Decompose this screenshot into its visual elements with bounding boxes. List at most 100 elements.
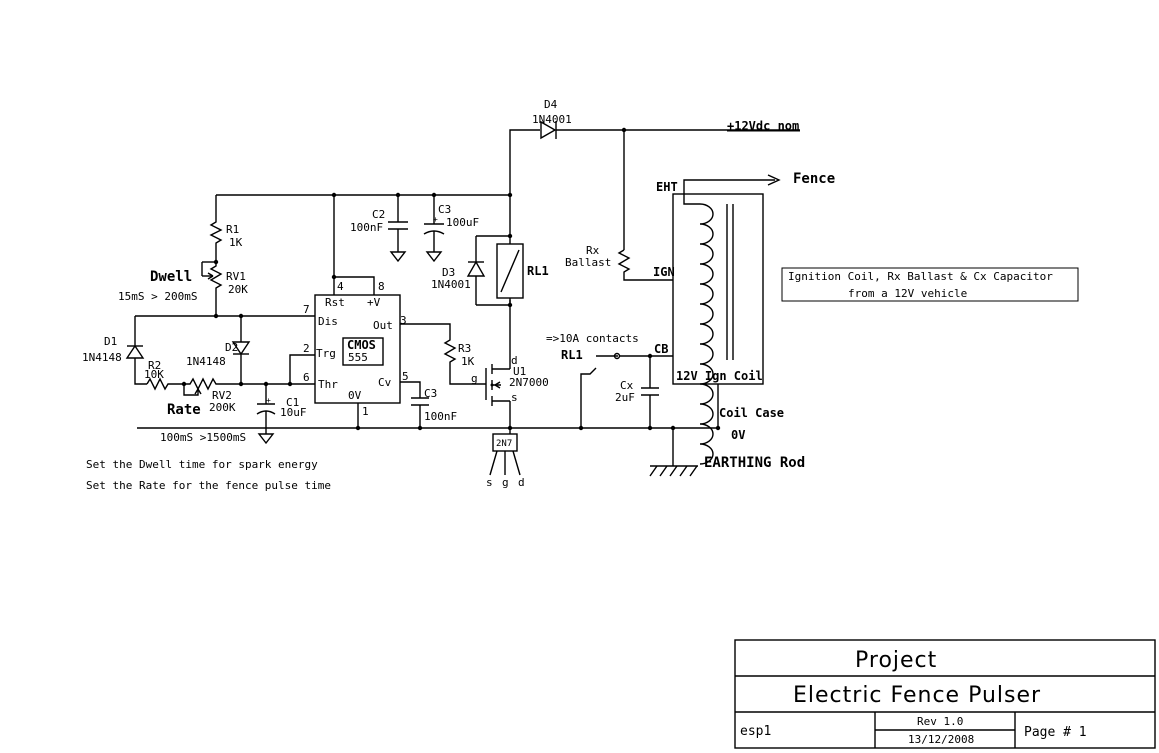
coil-label: 12V Ign Coil [676,369,763,383]
dis-node [135,313,315,319]
note-line2: from a 12V vehicle [848,287,967,300]
rv1-value: 20K [228,283,248,296]
eht-label: EHT [656,180,678,194]
out-label: Out [373,319,393,332]
cx-value: 2uF [615,391,635,404]
capacitor-c3-cv [400,381,429,428]
earthing-rod [649,428,698,477]
cb-label: CB [654,342,668,356]
r1-value: 1K [229,236,243,249]
d2-part: 1N4148 [186,355,226,368]
cx-label: Cx [620,379,634,392]
u1-label: U1 [513,365,526,378]
u1-part: 2N7000 [509,376,549,389]
c2-label: C2 [372,208,385,221]
cmos-label: CMOS [347,338,376,352]
timing-node [238,354,315,387]
c3-cv-value: 100nF [424,410,457,423]
instruction-rate: Set the Rate for the fence pulse time [86,479,331,492]
d2-label: D2 [225,341,238,354]
supply-label: +12Vdc nom [727,119,799,133]
d1-part: 1N4148 [82,351,122,364]
resistor-r3 [400,323,486,385]
rv2-value: 200K [209,401,236,414]
earthing-label: EARTHING Rod [704,455,805,471]
rate-range: 100mS >1500mS [160,431,246,444]
dwell-range: 15mS > 200mS [118,290,197,303]
ic-555 [314,195,401,428]
rx-label: Rx [586,244,600,257]
d4-part: 1N4001 [532,113,572,126]
r2-value: 10K [144,368,164,381]
capacitor-c2 [388,195,408,263]
cv-label: Cv [378,376,392,389]
rv1-label: RV1 [226,270,246,283]
pin6-label: 6 [303,371,310,384]
ground-rail [137,425,721,445]
pin1-label: 1 [362,405,369,418]
resistor-r2 [146,377,184,391]
title-rev: Rev 1.0 [917,715,963,728]
instruction-dwell: Set the Dwell time for spark energy [86,458,318,471]
c1-label: C1 [286,396,299,409]
c1-value: 10uF [280,406,307,419]
supply-rail [509,127,800,250]
potentiometer-rv1 [201,259,223,316]
diode-d4 [540,120,557,140]
d1-label: D1 [104,335,117,348]
ballast-label: Ballast [565,256,611,269]
zerov-pin-label: 0V [348,389,362,402]
rv2-label: RV2 [212,389,232,402]
d4-label: D4 [544,98,558,111]
title-block [734,639,1156,749]
r3-value: 1K [461,355,475,368]
svg-text:+: + [266,396,271,405]
r1-label: R1 [226,223,239,236]
c3-value: 100uF [446,216,479,229]
r2-label: R2 [148,359,161,372]
trg-label: Trg [316,347,336,360]
dis-label: Dis [318,315,338,328]
package-pin-d: d [518,476,525,489]
title-page: Page # 1 [1024,725,1087,740]
rst-label: Rst [325,296,345,309]
source-label: s [511,391,518,404]
rl1-label: RL1 [527,264,549,278]
fence-label: Fence [793,171,835,187]
pin4-label: 4 [337,280,344,293]
title-date: 13/12/2008 [908,733,974,746]
svg-text:+: + [433,215,438,224]
potentiometer-rv2 [181,377,241,396]
rate-label: Rate [167,402,201,418]
pin2-label: 2 [303,342,310,355]
resistor-rx-ballast [617,249,673,281]
capacitor-c3-electrolytic: + [423,195,445,263]
d3-label: D3 [442,266,455,279]
vcc-rail [216,192,513,236]
c3-cv-label: C3 [424,387,437,400]
note-line1: Ignition Coil, Rx Ballast & Cx Capacitor [788,270,1053,283]
diode-d1 [125,316,147,385]
package-pin-g: g [502,476,509,489]
capacitor-cx [641,356,659,428]
ign-label: IGN [653,265,675,279]
diode-d3 [466,236,486,305]
c2-value: 100nF [350,221,383,234]
title-file: esp1 [740,724,771,739]
pin5-label: 5 [402,370,409,383]
contacts-label: =>10A contacts [546,332,639,345]
rl1-switch-label: RL1 [561,348,583,362]
c3-label: C3 [438,203,451,216]
package-pin-s: s [486,476,493,489]
pin8-label: 8 [378,280,385,293]
dwell-label: Dwell [150,269,192,285]
title-project: Project [855,648,937,673]
relay-contacts [580,352,673,428]
r3-label: R3 [458,342,471,355]
d3-part: 1N4001 [431,278,471,291]
diode-d2 [231,316,251,384]
drain-label: d [511,354,518,367]
note-box [781,267,1079,302]
package-label: 2N7 [496,439,512,449]
